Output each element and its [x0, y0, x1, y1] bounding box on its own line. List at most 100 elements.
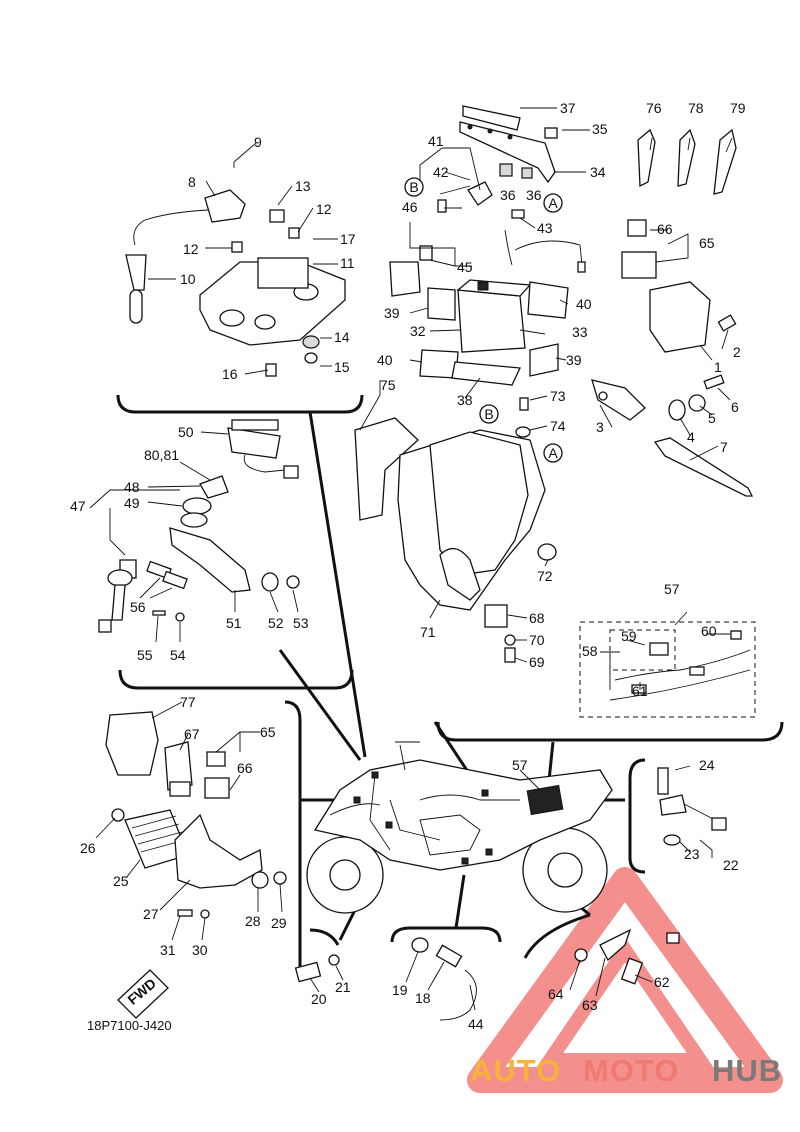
watermark-text: AUTO MOTO HUB	[470, 1053, 782, 1088]
atv-outline	[306, 741, 613, 914]
callout-19: 19	[392, 982, 408, 998]
callout-65a: 65	[699, 235, 715, 251]
callout-4: 4	[687, 429, 695, 445]
callout-1: 1	[714, 359, 722, 375]
callout-40b: 40	[377, 352, 393, 368]
callout-15: 15	[334, 359, 350, 375]
callout-65b: 65	[260, 724, 276, 740]
callout-58: 58	[582, 643, 598, 659]
callout-67: 67	[184, 726, 200, 742]
callout-55: 55	[137, 647, 153, 663]
callout-29: 29	[271, 915, 287, 931]
callout-14: 14	[334, 329, 350, 345]
callout-21: 21	[335, 979, 351, 995]
callout-71: 71	[420, 624, 436, 640]
callout-40a: 40	[576, 296, 592, 312]
callout-38: 38	[457, 392, 473, 408]
callout-60: 60	[701, 623, 717, 639]
callout-24: 24	[699, 757, 715, 773]
callout-69: 69	[529, 654, 545, 670]
callout-13: 13	[295, 178, 311, 194]
callout-27: 27	[143, 906, 159, 922]
callout-66b: 66	[237, 760, 253, 776]
callout-12a: 12	[183, 241, 199, 257]
callout-17: 17	[340, 231, 356, 247]
callout-39b: 39	[566, 352, 582, 368]
callout-61: 61	[632, 683, 648, 699]
callout-10: 10	[180, 271, 196, 287]
leader-lines	[89, 107, 733, 1011]
callout-75: 75	[380, 377, 396, 393]
callout-70: 70	[529, 632, 545, 648]
callout-9: 9	[254, 134, 262, 150]
watermark-hub: HUB	[712, 1053, 782, 1088]
callout-12b: 12	[316, 201, 332, 217]
callout-77: 77	[180, 694, 196, 710]
callout-72: 72	[537, 568, 553, 584]
sensor-group	[294, 767, 727, 1021]
callout-44: 44	[468, 1016, 484, 1032]
callout-37: 37	[560, 100, 576, 116]
callout-45: 45	[457, 259, 473, 275]
callout-23: 23	[684, 846, 700, 862]
callout-16: 16	[222, 366, 238, 382]
callout-25: 25	[113, 873, 129, 889]
callout-59: 59	[621, 628, 637, 644]
callout-52: 52	[268, 615, 284, 631]
callout-8: 8	[188, 174, 196, 190]
callout-63: 63	[582, 997, 598, 1013]
callout-2: 2	[733, 344, 741, 360]
callout-49: 49	[124, 495, 140, 511]
callout-41: 41	[428, 133, 444, 149]
fwd-arrow: FWD	[117, 969, 169, 1019]
callout-labels: 1 2 3 4 5 6 7 8 9 10 11 12 12 13 14 15 1…	[70, 100, 746, 1032]
callout-33: 33	[572, 324, 588, 340]
callout-28: 28	[245, 913, 261, 929]
callout-47: 47	[70, 498, 86, 514]
ref-marker-a-1: A	[548, 195, 558, 211]
callout-36b: 36	[526, 187, 542, 203]
reference-markers: B A B A	[404, 177, 563, 463]
callout-18: 18	[415, 990, 431, 1006]
watermark-moto: MOTO	[583, 1053, 679, 1088]
callout-31: 31	[160, 942, 176, 958]
callout-56: 56	[130, 599, 146, 615]
callout-36a: 36	[500, 187, 516, 203]
callout-30: 30	[192, 942, 208, 958]
callout-32: 32	[410, 323, 426, 339]
callout-76: 76	[646, 100, 662, 116]
callout-64: 64	[548, 986, 564, 1002]
callout-79: 79	[730, 100, 746, 116]
starter-relay-group	[98, 419, 300, 633]
callout-57b: 57	[512, 757, 528, 773]
callout-26: 26	[80, 840, 96, 856]
harness-detail-box	[579, 621, 756, 718]
callout-68: 68	[529, 610, 545, 626]
callout-74: 74	[550, 418, 566, 434]
callout-3: 3	[596, 419, 604, 435]
callout-53: 53	[293, 615, 309, 631]
callout-46: 46	[402, 199, 418, 215]
callout-22: 22	[723, 857, 739, 873]
section-frames	[116, 394, 784, 980]
callout-43: 43	[537, 220, 553, 236]
callout-54: 54	[170, 647, 186, 663]
ignition-coil-group	[125, 189, 346, 377]
callout-35: 35	[592, 121, 608, 137]
callout-7: 7	[720, 439, 728, 455]
callout-66a: 66	[657, 221, 673, 237]
callout-62: 62	[654, 974, 670, 990]
callout-11: 11	[340, 255, 355, 271]
callout-73: 73	[550, 388, 566, 404]
callout-50: 50	[178, 424, 194, 440]
ref-marker-b-2: B	[484, 406, 493, 422]
ref-marker-b-1: B	[409, 179, 418, 195]
watermark-auto: AUTO	[470, 1053, 561, 1088]
battery-group	[389, 105, 586, 386]
callout-6: 6	[731, 399, 739, 415]
callout-48: 48	[124, 479, 140, 495]
callout-77-top: 78	[688, 100, 704, 116]
callout-20: 20	[311, 991, 327, 1007]
callout-39a: 39	[384, 305, 400, 321]
